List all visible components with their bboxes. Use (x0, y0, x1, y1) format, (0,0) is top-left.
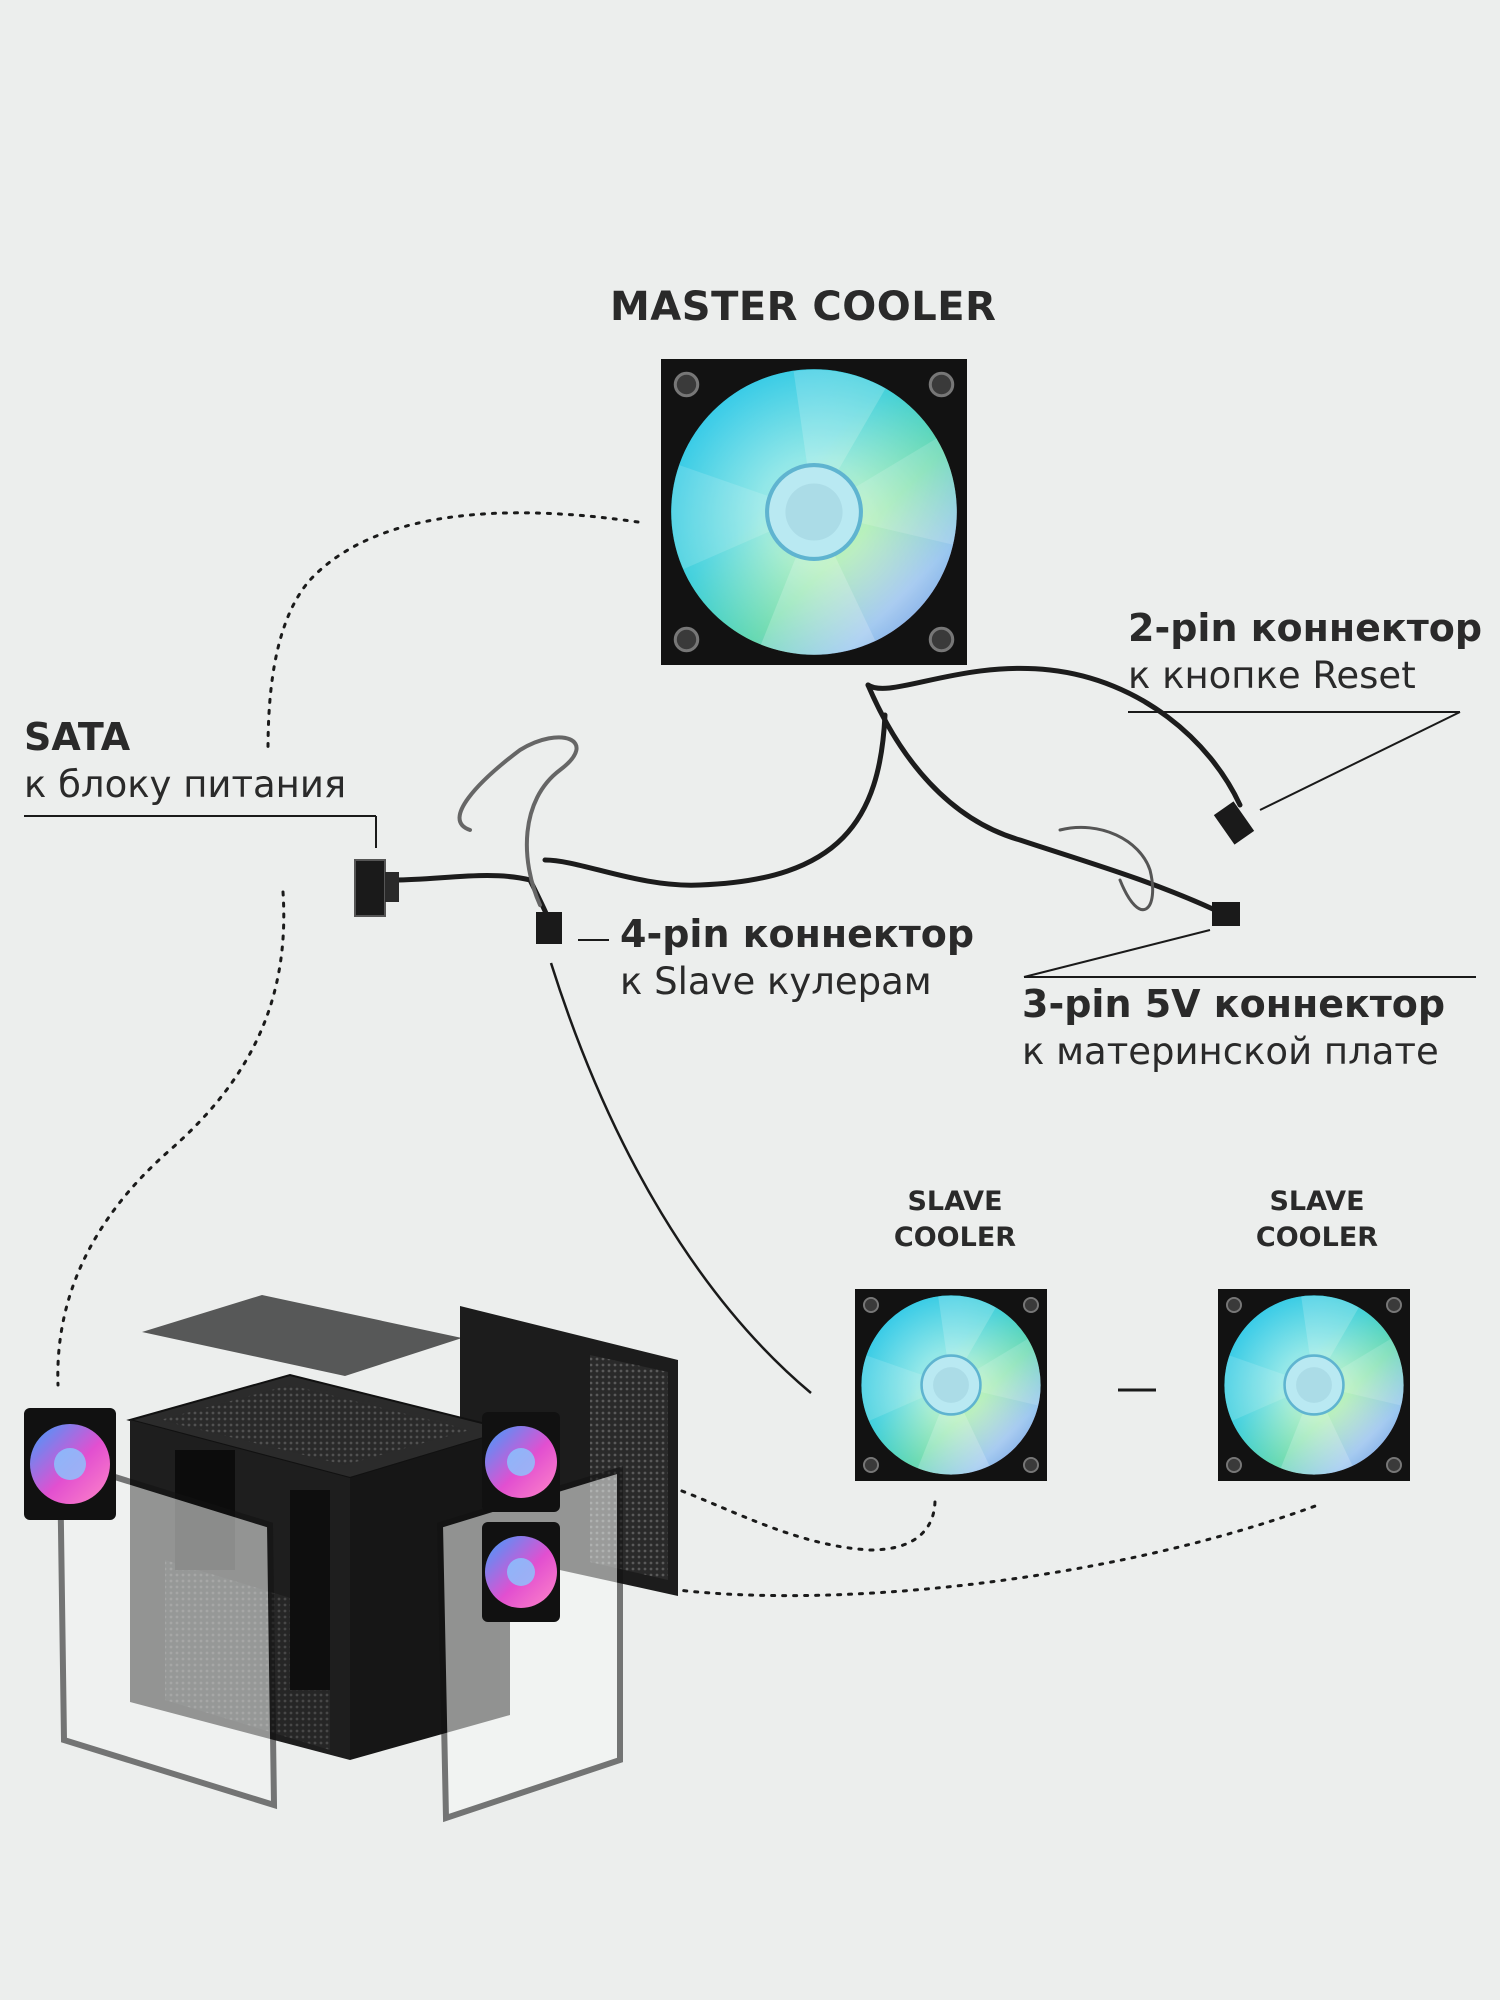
reset-connector-title: 2-pin коннектор (1128, 606, 1483, 650)
slave-connector-desc: к Slave кулерам (620, 960, 932, 1003)
master-cooler-title: MASTER COOLER (610, 284, 997, 330)
slave-cooler-label-2: SLAVE COOLER (1242, 1184, 1392, 1256)
cable-bundle (392, 665, 1243, 921)
slave-cooler-2-line1: SLAVE (1269, 1186, 1365, 1217)
slave2-dotted-path (660, 1503, 1320, 1598)
mobo-connector-desc: к материнской плате (1022, 1030, 1439, 1073)
reset-connector-label: 2-pin коннектор к кнопке Reset (1128, 604, 1482, 700)
slave-cooler-2-line2: COOLER (1255, 1222, 1379, 1253)
sata-title: SATA (24, 715, 131, 759)
sata-dotted-path (266, 511, 640, 752)
slave-cooler-1-line1: SLAVE (907, 1186, 1003, 1217)
case-dotted-path (56, 890, 286, 1387)
slave-cooler-label-1: SLAVE COOLER (880, 1184, 1030, 1256)
mobo-connector-label: 3-pin 5V коннектор к материнской плате (1022, 980, 1445, 1076)
pc-case-icon (24, 1295, 678, 1823)
slave-fan-icon (853, 1287, 1049, 1483)
slave1-dotted-path (638, 1476, 937, 1552)
reset-connector-desc: к кнопке Reset (1128, 654, 1416, 697)
slave-fan-icon (1216, 1287, 1412, 1483)
pin-connector-icon (536, 912, 562, 944)
sata-connector-icon (354, 859, 386, 917)
sata-label: SATA к блоку питания (24, 713, 346, 809)
sata-desc: к блоку питания (24, 763, 347, 806)
slave-leader-line (549, 962, 812, 1394)
mobo-connector-title: 3-pin 5V коннектор (1022, 982, 1446, 1026)
slave-connector-label: 4-pin коннектор к Slave кулерам (620, 910, 974, 1006)
master-fan-icon (661, 359, 967, 665)
slave-connector-title: 4-pin коннектор (620, 912, 975, 956)
slave-cooler-1-line2: COOLER (893, 1222, 1017, 1253)
